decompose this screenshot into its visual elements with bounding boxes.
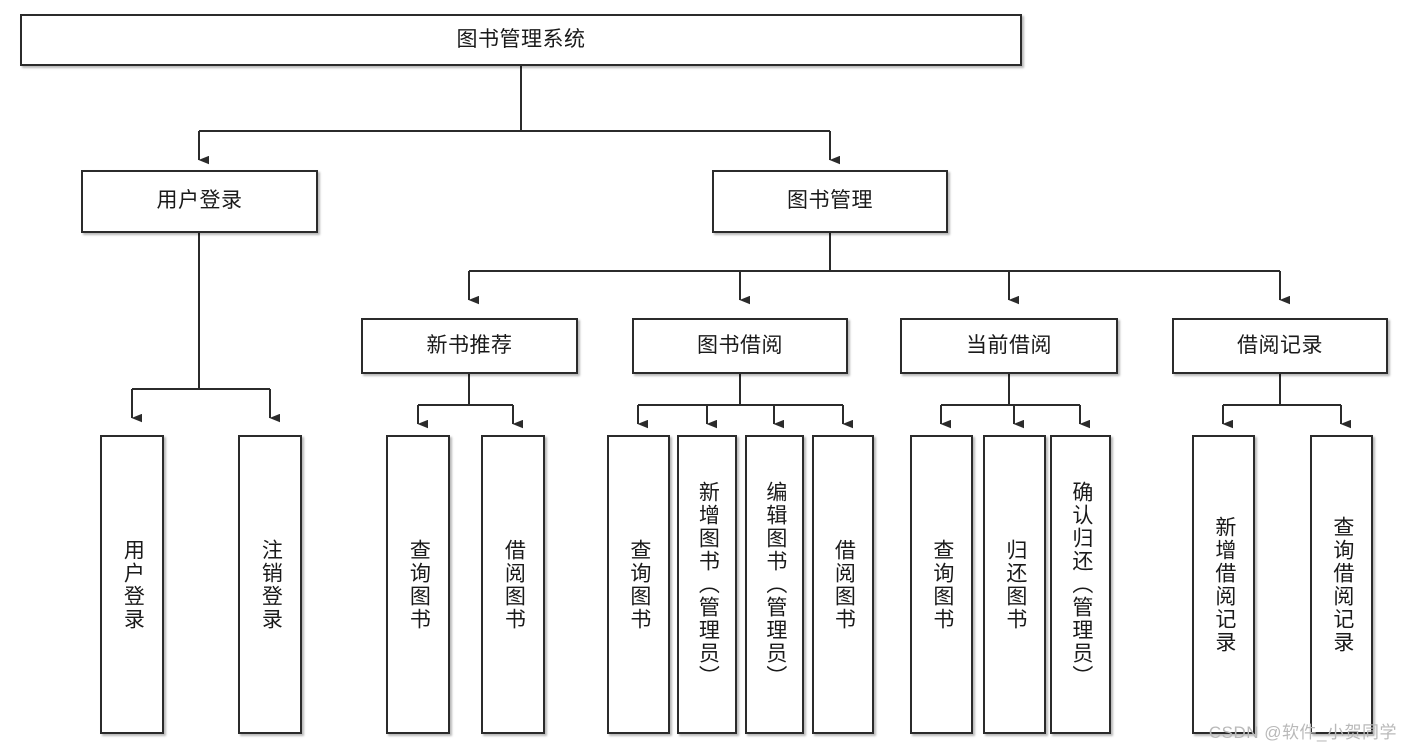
node-book-borrow-label: 图书借阅: [697, 333, 783, 357]
node-leaf-logout-login[interactable]: 注销登录: [238, 435, 302, 734]
node-leaf-return-book[interactable]: 归还图书: [983, 435, 1046, 734]
node-leaf-query-book-3-label: 查询图书: [930, 538, 954, 631]
node-new-book-recommend[interactable]: 新书推荐: [361, 318, 578, 374]
node-leaf-add-borrow-record-label: 新增借阅记录: [1212, 515, 1236, 654]
node-leaf-query-book-1-label: 查询图书: [407, 538, 431, 631]
node-leaf-user-login[interactable]: 用户登录: [100, 435, 164, 734]
node-leaf-add-book-admin[interactable]: 新增图书（管理员）: [677, 435, 737, 734]
node-current-borrow-label: 当前借阅: [966, 333, 1052, 357]
node-leaf-edit-book-admin[interactable]: 编辑图书（管理员）: [745, 435, 804, 734]
node-leaf-add-book-admin-label: 新增图书（管理员）: [696, 481, 720, 688]
node-leaf-query-borrow-record[interactable]: 查询借阅记录: [1310, 435, 1373, 734]
node-book-borrow[interactable]: 图书借阅: [632, 318, 848, 374]
node-leaf-user-login-label: 用户登录: [121, 538, 145, 631]
node-leaf-return-book-label: 归还图书: [1003, 538, 1027, 631]
node-leaf-edit-book-admin-label: 编辑图书（管理员）: [763, 481, 787, 688]
node-leaf-query-borrow-record-label: 查询借阅记录: [1330, 515, 1354, 654]
node-leaf-borrow-book-1-label: 借阅图书: [502, 538, 526, 631]
node-current-borrow[interactable]: 当前借阅: [900, 318, 1118, 374]
node-root-system[interactable]: 图书管理系统: [20, 14, 1022, 66]
node-leaf-borrow-book-1[interactable]: 借阅图书: [481, 435, 545, 734]
node-leaf-confirm-return-admin-label: 确认归还（管理员）: [1069, 481, 1093, 688]
node-leaf-add-borrow-record[interactable]: 新增借阅记录: [1192, 435, 1255, 734]
node-borrow-record-label: 借阅记录: [1237, 333, 1323, 357]
node-leaf-borrow-book-2[interactable]: 借阅图书: [812, 435, 874, 734]
node-leaf-logout-login-label: 注销登录: [259, 538, 283, 631]
node-user-login-label: 用户登录: [156, 189, 243, 213]
node-leaf-borrow-book-2-label: 借阅图书: [832, 538, 856, 631]
node-leaf-query-book-3[interactable]: 查询图书: [910, 435, 973, 734]
node-new-book-recommend-label: 新书推荐: [426, 333, 513, 357]
csdn-watermark: CSDN @软件_小贺同学: [1208, 723, 1397, 742]
node-leaf-confirm-return-admin[interactable]: 确认归还（管理员）: [1050, 435, 1111, 734]
node-leaf-query-book-1[interactable]: 查询图书: [386, 435, 450, 734]
node-borrow-record[interactable]: 借阅记录: [1172, 318, 1388, 374]
node-root-system-label: 图书管理系统: [456, 27, 586, 51]
node-leaf-query-book-2-label: 查询图书: [627, 538, 651, 631]
node-book-management[interactable]: 图书管理: [712, 170, 948, 233]
node-book-management-label: 图书管理: [787, 189, 873, 213]
node-user-login[interactable]: 用户登录: [81, 170, 318, 233]
node-leaf-query-book-2[interactable]: 查询图书: [607, 435, 670, 734]
